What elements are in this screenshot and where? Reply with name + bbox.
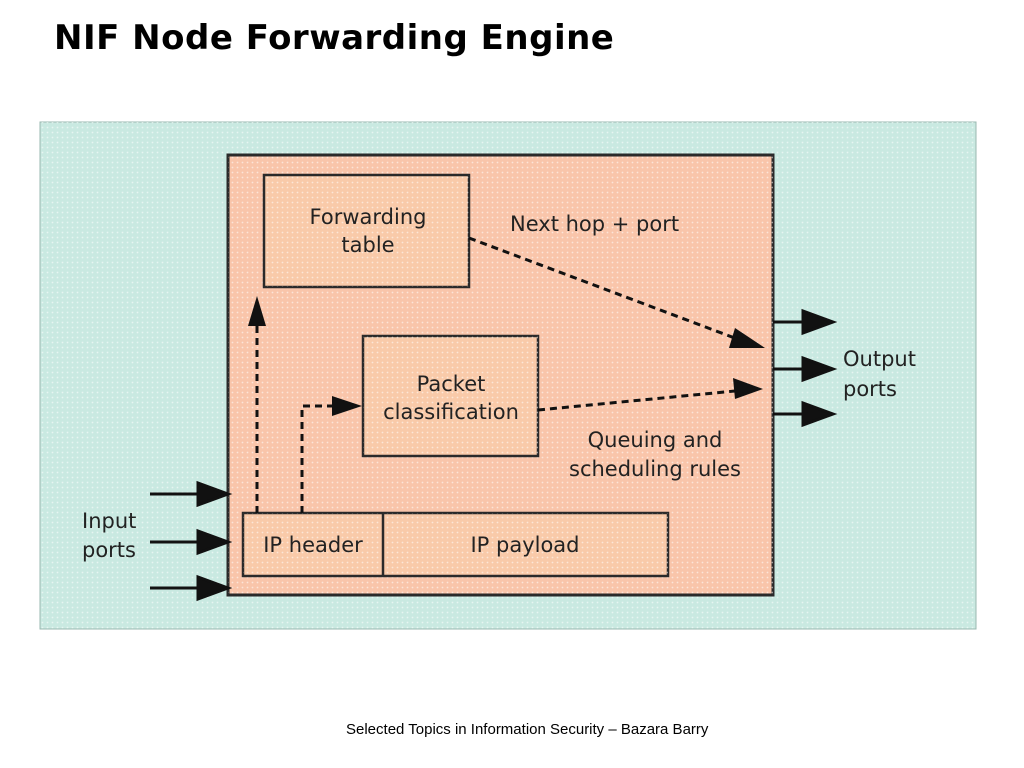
header-to-classification-arrow: [300, 404, 340, 513]
ip-packet-box: IP header IP payload: [241, 511, 670, 578]
packet-classification-box: Packet classification: [361, 334, 540, 458]
forwarding-table-label-line2: table: [341, 233, 394, 257]
input-port-arrows: [150, 480, 233, 602]
header-to-forwarding-table-arrowhead: [248, 296, 266, 326]
output-ports-label-line2: ports: [843, 377, 897, 401]
input-ports-label-line2: ports: [82, 538, 136, 562]
packet-classification-label-line2: classification: [383, 400, 519, 424]
next-hop-arrowhead: [729, 328, 765, 348]
header-to-classification-arrowhead: [332, 396, 362, 416]
ip-payload-label: IP payload: [470, 533, 579, 557]
next-hop-arrow: [468, 236, 741, 342]
queuing-arrow: [537, 389, 736, 412]
forwarding-table-label-line1: Forwarding: [310, 205, 427, 229]
queuing-arrowhead: [733, 378, 763, 399]
queuing-label-line1: Queuing and: [588, 428, 723, 452]
slide-footer: Selected Topics in Information Security …: [346, 721, 709, 738]
output-ports-label-line1: Output: [843, 347, 916, 371]
slide-title: NIF Node Forwarding Engine: [54, 18, 615, 58]
packet-classification-label-line1: Packet: [417, 372, 486, 396]
output-port-arrows: [773, 308, 838, 428]
queuing-label-line2: scheduling rules: [569, 457, 741, 481]
ip-header-label: IP header: [263, 533, 363, 557]
forwarding-table-box: Forwarding table: [262, 173, 471, 289]
next-hop-port-label: Next hop + port: [510, 212, 679, 236]
input-ports-label-line1: Input: [82, 509, 136, 533]
